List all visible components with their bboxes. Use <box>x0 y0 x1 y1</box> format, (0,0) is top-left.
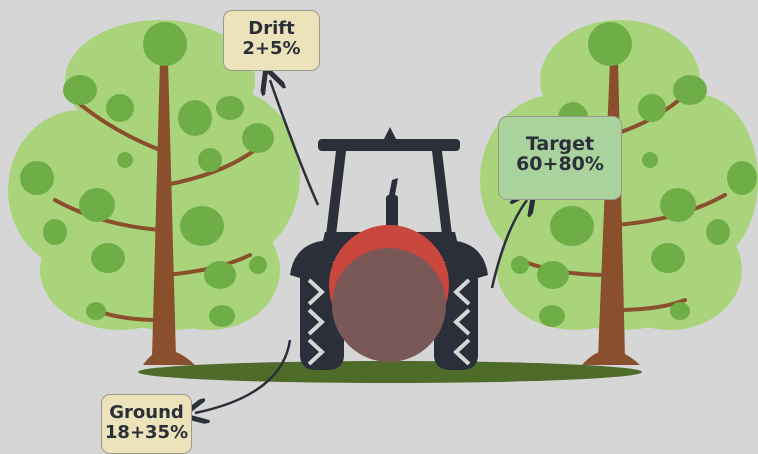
ground-label-value: 18+35% <box>102 423 191 443</box>
drift-label-value: 2+5% <box>224 39 319 59</box>
tractor-icon <box>290 127 488 370</box>
ground-strip <box>138 361 642 383</box>
target-label-title: Target <box>499 134 621 154</box>
left-tree-icon <box>8 20 300 365</box>
drift-label-title: Drift <box>224 19 319 39</box>
drift-label: Drift 2+5% <box>223 10 320 71</box>
target-label: Target 60+80% <box>498 116 622 200</box>
ground-label: Ground 18+35% <box>101 394 192 454</box>
sprayer-tank-brown <box>332 248 446 362</box>
target-label-value: 60+80% <box>499 154 621 174</box>
ground-label-title: Ground <box>102 403 191 423</box>
